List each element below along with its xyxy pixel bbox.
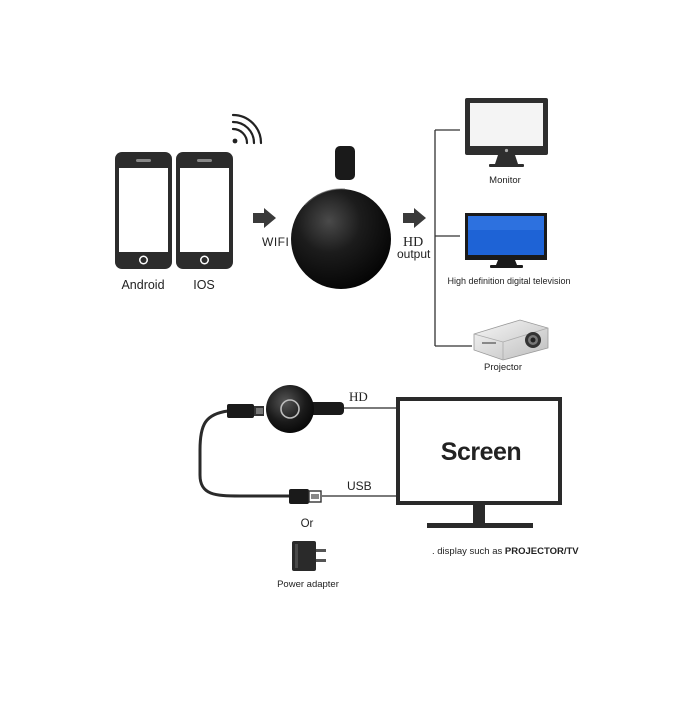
label-android: Android	[121, 278, 164, 292]
hdmi-dongle-icon	[291, 146, 391, 289]
hdmi-dongle-icon	[266, 385, 344, 433]
display-caption-bold: PROJECTOR/TV	[505, 546, 579, 557]
label-projector: Projector	[484, 362, 522, 373]
label-screen: Screen	[441, 438, 521, 466]
display-caption: . display such as PROJECTOR/TV	[432, 546, 579, 557]
projector-icon	[473, 319, 549, 361]
label-or: Or	[301, 518, 314, 530]
label-hd-output-2: output	[397, 247, 431, 261]
power-adapter-icon	[292, 541, 326, 571]
monitor-icon	[465, 98, 548, 167]
label-wifi: WIFI	[262, 235, 289, 249]
display-screen-icon	[396, 397, 562, 528]
television-icon	[465, 213, 547, 268]
display-caption-prefix: . display such as	[432, 546, 505, 557]
android-phone-icon	[115, 152, 172, 269]
label-usb-cable: USB	[347, 479, 372, 493]
label-hd-output-1: HD	[403, 235, 423, 250]
arrow-right-icon	[253, 208, 276, 228]
output-bracket	[434, 129, 472, 347]
wifi-icon	[231, 113, 263, 145]
label-ios: IOS	[193, 278, 215, 292]
ios-phone-icon	[176, 152, 233, 269]
hdmi-plug-icon	[227, 404, 264, 418]
label-hd-cable: HD	[349, 389, 368, 404]
label-tv: High definition digital television	[447, 276, 570, 286]
label-power-adapter: Power adapter	[277, 579, 339, 590]
usb-cable	[198, 409, 292, 498]
usb-plug-icon	[289, 489, 322, 504]
arrow-right-icon	[403, 208, 426, 228]
label-monitor: Monitor	[489, 175, 521, 186]
